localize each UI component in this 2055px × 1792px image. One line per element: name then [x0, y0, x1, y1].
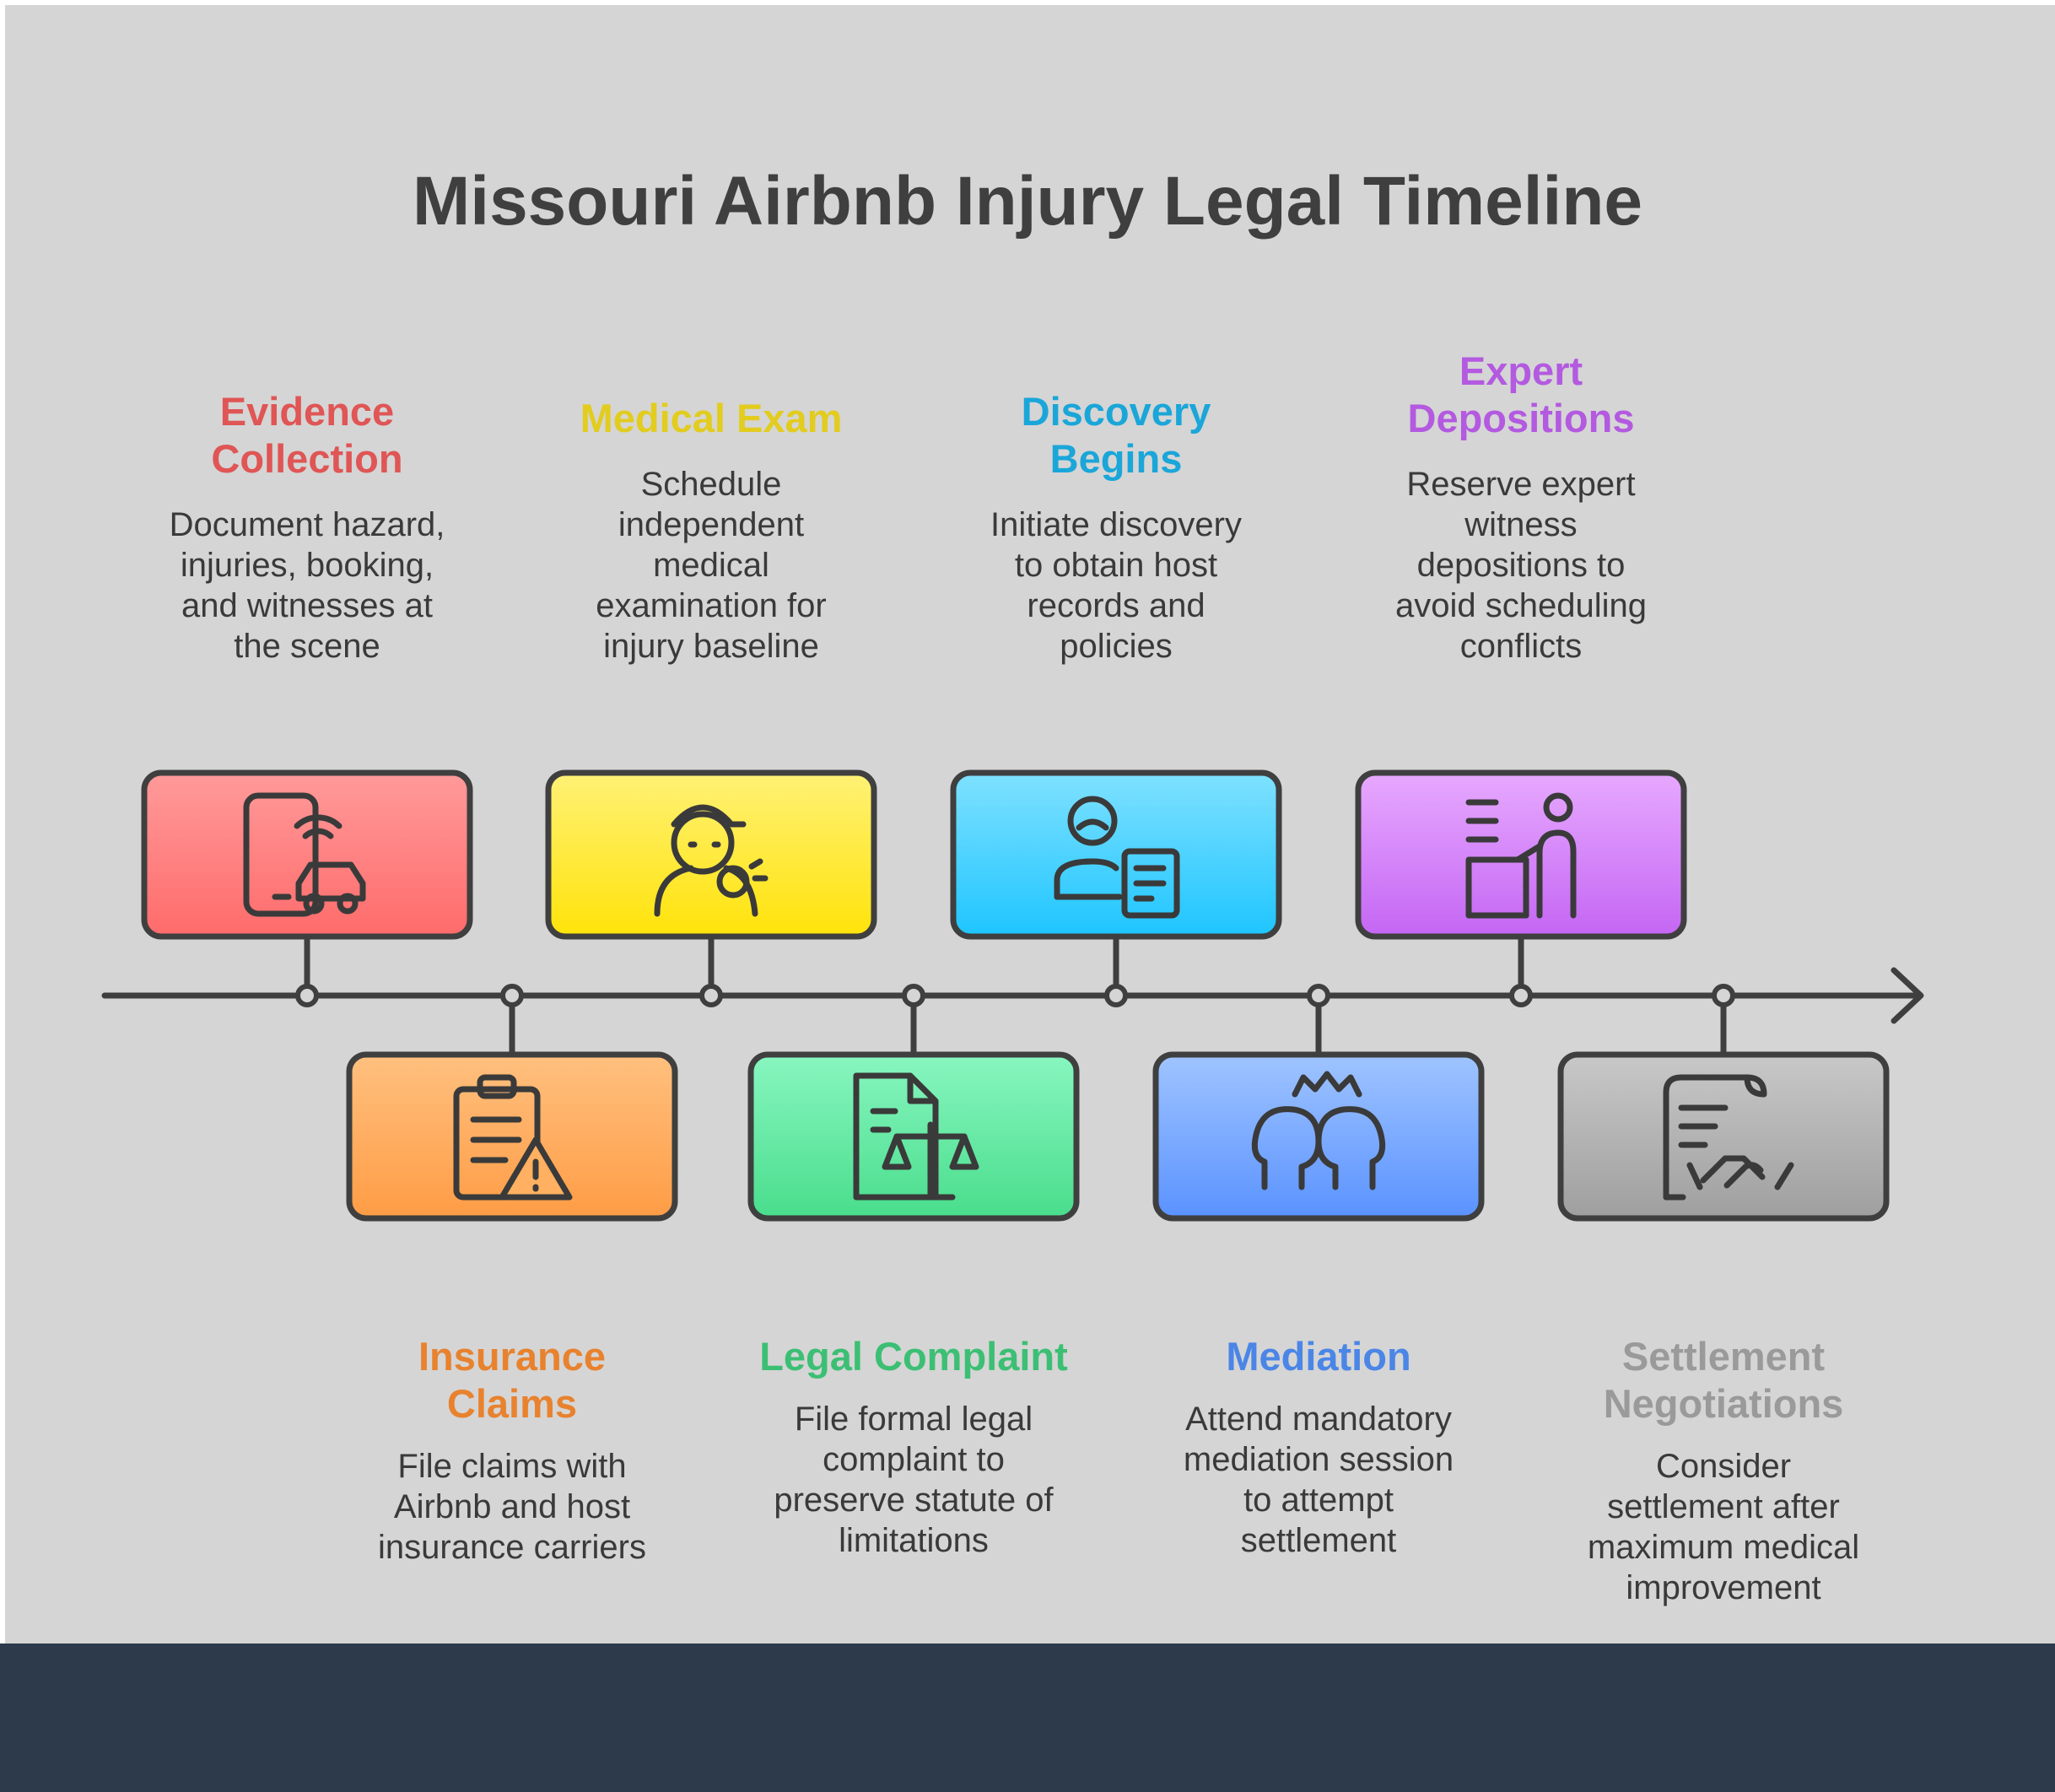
step-box-settlement-negotiations — [1557, 1051, 1890, 1222]
step-description-line: File claims with — [397, 1448, 627, 1485]
timeline-node — [1307, 984, 1330, 1007]
step-title-line: Medical Exam — [580, 396, 843, 440]
step-description-line: settlement after — [1607, 1488, 1840, 1525]
step-expert-depositions — [1355, 769, 1687, 1007]
step-settlement-negotiations — [1557, 984, 1890, 1222]
two-heads-conflict-icon — [1251, 1071, 1386, 1190]
timeline-node — [699, 984, 723, 1007]
step-description-line: records and — [1027, 587, 1205, 624]
footer-bar — [0, 1644, 2055, 1792]
step-description-line: mediation session — [1183, 1441, 1454, 1478]
step-description-line: Airbnb and host — [393, 1488, 631, 1525]
step-title: Medical Exam — [517, 395, 905, 442]
step-description-line: independent — [618, 506, 805, 543]
step-insurance-claims — [346, 984, 678, 1222]
step-box-evidence-collection — [141, 769, 473, 940]
step-title-line: Discovery — [1021, 389, 1211, 434]
step-description-line: to attempt — [1243, 1482, 1394, 1519]
clipboard-warning-icon — [453, 1074, 573, 1201]
timeline-node — [295, 984, 319, 1007]
step-box-insurance-claims — [346, 1051, 678, 1222]
step-description-line: settlement — [1240, 1522, 1397, 1559]
step-title-line: Negotiations — [1603, 1381, 1844, 1426]
contract-handshake-icon — [1663, 1074, 1794, 1201]
step-title: Legal Complaint — [720, 1333, 1108, 1380]
step-description-line: Document hazard, — [169, 506, 445, 543]
step-description-line: complaint to — [823, 1441, 1005, 1478]
diagram-title: Missouri Airbnb Injury Legal Timeline — [412, 163, 1643, 240]
step-title-line: Insurance — [418, 1334, 607, 1379]
step-description: Document hazard, injuries, booking,and wi… — [130, 505, 484, 667]
step-description-line: conflicts — [1459, 628, 1583, 665]
step-description-line: File formal legal — [794, 1401, 1033, 1438]
step-description-line: preserve statute of — [774, 1482, 1054, 1519]
step-mediation — [1152, 984, 1485, 1222]
timeline-arrow-head — [1890, 967, 1924, 1024]
step-description-line: medical — [653, 547, 769, 584]
step-discovery-begins — [950, 769, 1282, 1007]
step-description-line: Initiate discovery — [990, 506, 1242, 543]
step-title-line: Expert — [1459, 348, 1583, 393]
step-description-line: the scene — [234, 628, 380, 665]
step-title-line: Mediation — [1226, 1334, 1411, 1379]
step-description-line: Reserve expert — [1406, 466, 1636, 503]
step-description-line: limitations — [839, 1522, 989, 1559]
step-description-line: policies — [1060, 628, 1173, 665]
referee-whistle-icon — [654, 804, 769, 917]
step-description-line: Consider — [1655, 1448, 1792, 1485]
step-description-line: injuries, booking, — [180, 547, 434, 584]
step-description-line: maximum medical — [1587, 1529, 1860, 1566]
step-evidence-collection — [141, 769, 473, 1007]
step-description-line: and witnesses at — [181, 587, 433, 624]
step-description-line: injury baseline — [603, 628, 819, 665]
timeline-node — [1712, 984, 1735, 1007]
timeline-node — [1104, 984, 1128, 1007]
step-description-line: improvement — [1626, 1569, 1821, 1606]
witness-stand-icon — [1465, 792, 1577, 919]
step-medical-exam — [545, 769, 877, 1007]
step-legal-complaint — [747, 984, 1080, 1222]
step-description-line: examination for — [596, 587, 827, 624]
step-title-line: Claims — [446, 1381, 578, 1426]
step-description-line: depositions to — [1416, 547, 1626, 584]
step-title-line: Legal Complaint — [759, 1334, 1068, 1379]
step-title-line: Evidence — [219, 389, 395, 434]
step-title-line: Begins — [1049, 436, 1183, 481]
step-description-line: avoid scheduling — [1395, 587, 1647, 624]
timeline-node — [902, 984, 925, 1007]
step-description-line: Schedule — [640, 466, 782, 503]
timeline-node — [1509, 984, 1533, 1007]
step-box-discovery-begins — [950, 769, 1282, 940]
step-title-line: Settlement — [1621, 1334, 1826, 1379]
step-description-line: to obtain host — [1014, 547, 1218, 584]
step-description-line: insurance carriers — [378, 1529, 646, 1566]
step-description-line: Attend mandatory — [1185, 1401, 1452, 1438]
step-title-line: Collection — [211, 436, 403, 481]
step-description-line: witness — [1464, 506, 1578, 543]
timeline-node — [500, 984, 524, 1007]
step-title-line: Depositions — [1407, 396, 1635, 440]
person-record-icon — [1054, 796, 1180, 919]
document-scales-icon — [853, 1072, 979, 1201]
step-title: Mediation — [1125, 1333, 1513, 1380]
phone-car-alert-icon — [243, 792, 366, 917]
step-box-medical-exam — [545, 769, 877, 940]
